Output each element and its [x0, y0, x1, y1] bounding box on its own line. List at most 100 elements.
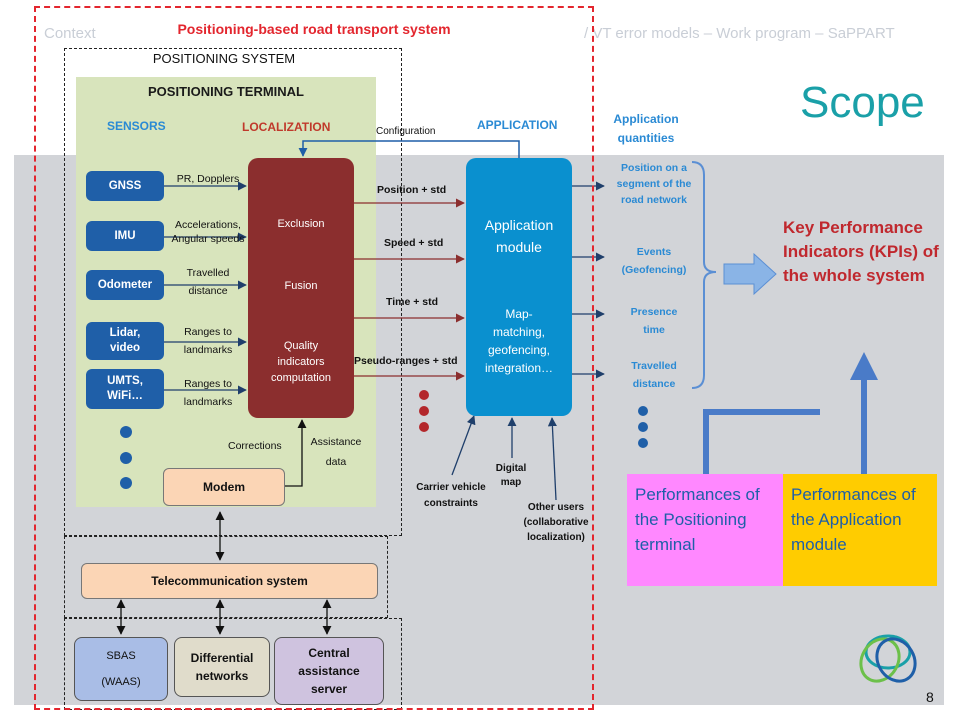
telecom-label: Telecommunication system	[151, 574, 308, 588]
app-title-l2: module	[496, 239, 542, 255]
modem-label: Modem	[203, 480, 245, 494]
ellipsis-dot	[120, 426, 132, 438]
application-module-title: Application module	[466, 214, 572, 258]
q1-l3: road network	[621, 194, 687, 206]
assistance-l1: Assistance	[310, 436, 362, 448]
q4-l2: distance	[632, 378, 676, 390]
assistance-label: Assistance data	[304, 432, 368, 472]
ellipsis-dot	[120, 477, 132, 489]
digital-l1: Digital	[495, 463, 527, 474]
quantities-brace	[691, 161, 717, 389]
perf-terminal-label: Performances of the Positioning terminal	[635, 485, 760, 554]
kpi-label: Key Performance Indicators (KPIs) of the…	[783, 218, 939, 285]
quantity-presence: Presence time	[606, 303, 702, 339]
perf-app-box: Performances of the Application module	[783, 474, 937, 586]
app-title-l1: Application	[484, 217, 554, 233]
q4-l1: Travelled	[631, 360, 677, 372]
breadcrumb-right: / VT error models – Work program – SaPPA…	[584, 25, 895, 42]
ellipsis-dot	[638, 406, 648, 416]
odometer-output-l1: Travelled	[186, 267, 230, 279]
sensor-odometer: Odometer	[86, 270, 164, 300]
ellipsis-dot	[419, 422, 429, 432]
carrier-l2: constraints	[424, 498, 478, 509]
perf-arrow-head	[850, 352, 878, 380]
quality-l1: Quality	[283, 340, 319, 352]
quantities-header: Application quantities	[596, 110, 696, 148]
sensor-lidar-l2: video	[109, 342, 141, 354]
q2-l1: Events	[636, 246, 672, 258]
imu-output-l1: Accelerations,	[175, 219, 241, 231]
sensor-odometer-label: Odometer	[97, 278, 153, 291]
umts-output-l1: Ranges to	[184, 378, 232, 390]
central-l3: server	[310, 682, 348, 696]
arrow-configuration	[298, 140, 520, 158]
page-title: Scope	[800, 78, 925, 127]
application-module-box	[466, 158, 572, 416]
sensor-umts-l2: WiFi…	[107, 390, 143, 402]
quantity-position: Position on a segment of the road networ…	[606, 160, 702, 208]
arrow-carrier	[451, 415, 476, 476]
q1-l1: Position on a	[621, 162, 687, 174]
perf-connector	[703, 409, 820, 474]
localization-box	[248, 158, 354, 418]
other-l2: (collaborative	[523, 517, 589, 528]
imu-output-l2: Angular speeds	[171, 233, 245, 245]
breadcrumb-left: Context	[44, 25, 96, 42]
app-func-l4: integration…	[484, 361, 554, 375]
differential-box: Differential networks	[174, 637, 270, 697]
app-func-l2: matching,	[492, 325, 546, 339]
assistance-l2: data	[325, 456, 347, 468]
other-l3: localization)	[527, 532, 585, 543]
localization-quality: Quality indicators computation	[248, 338, 354, 386]
odometer-output-l2: distance	[188, 285, 228, 297]
sensor-lidar: Lidar,video	[86, 322, 164, 360]
corrections-label: Corrections	[228, 440, 282, 452]
application-functions: Map- matching, geofencing, integration…	[466, 305, 572, 377]
umts-output-l2: landmarks	[183, 396, 233, 408]
perf-app-label: Performances of the Application module	[791, 485, 916, 554]
central-l1: Central	[308, 646, 350, 660]
central-server-box: Central assistance server	[274, 637, 384, 705]
application-header: APPLICATION	[477, 118, 558, 132]
arrow-assistance	[283, 419, 307, 487]
sensor-gnss-label: GNSS	[108, 179, 142, 192]
sensor-imu-label: IMU	[114, 229, 136, 242]
q1-l2: segment of the	[616, 178, 692, 190]
sensors-header: SENSORS	[107, 119, 166, 133]
imu-output-label: Accelerations, Angular speeds	[166, 218, 250, 246]
ellipsis-dot	[419, 406, 429, 416]
sbas-l2: (WAAS)	[101, 676, 141, 688]
sensor-gnss: GNSS	[86, 171, 164, 201]
umts-output-label: Ranges to landmarks	[168, 375, 248, 411]
page-number: 8	[926, 689, 934, 705]
gnss-output-label: PR, Dopplers	[170, 171, 246, 187]
quantity-travelled: Travelled distance	[606, 357, 702, 393]
logo-icon	[859, 634, 917, 683]
ellipsis-dot	[638, 438, 648, 448]
telecom-frame	[64, 536, 388, 618]
central-l2: assistance	[298, 664, 360, 678]
perf-terminal-box: Performances of the Positioning terminal	[627, 474, 783, 586]
app-func-l1: Map-	[505, 307, 533, 321]
lidar-output-l2: landmarks	[183, 344, 233, 356]
carrier-l1: Carrier vehicle	[416, 482, 486, 493]
localization-fusion: Fusion	[284, 280, 318, 292]
positioning-terminal-label: POSITIONING TERMINAL	[148, 84, 304, 99]
diff-l1: Differential	[190, 651, 254, 665]
digital-map-label: Digital map	[486, 462, 536, 490]
output-speed-label: Speed + std	[384, 237, 444, 249]
gnss-output-l1: PR, Dopplers	[176, 173, 240, 185]
quality-l2: indicators	[277, 356, 325, 368]
ellipsis-dot	[120, 452, 132, 464]
positioning-system-frame	[64, 48, 402, 536]
kpi-block-arrow	[723, 252, 777, 296]
diff-l2: networks	[195, 669, 249, 683]
app-func-l3: geofencing,	[487, 343, 551, 357]
arrow-other-users	[547, 417, 557, 501]
quantities-header-l1: Application	[613, 112, 679, 126]
quantity-events: Events (Geofencing)	[606, 243, 702, 279]
road-transport-frame	[34, 6, 594, 710]
localization-header: LOCALIZATION	[242, 120, 331, 134]
